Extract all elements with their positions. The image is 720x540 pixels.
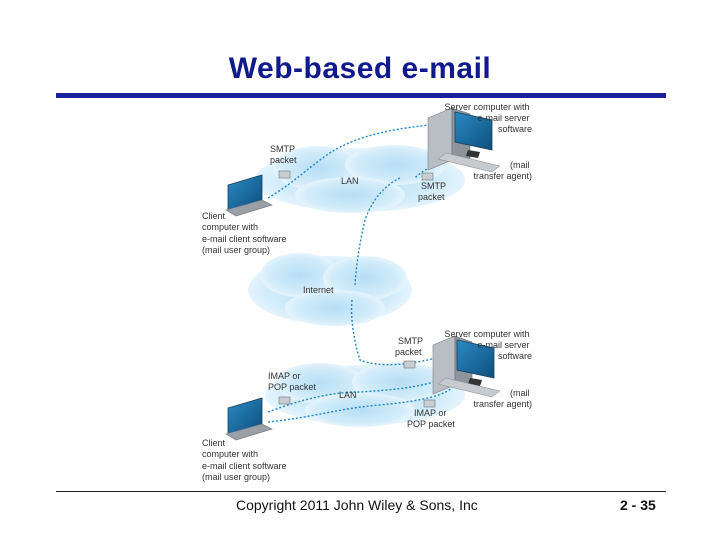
network-links bbox=[267, 124, 453, 423]
top-smtp-right-label: SMTP packet bbox=[418, 181, 448, 202]
link-bottom-client-lower bbox=[267, 387, 453, 423]
link-top-client-server bbox=[267, 124, 431, 199]
top-lan-label: LAN bbox=[341, 176, 359, 186]
top-server-label: Server computer with e-mail server softw… bbox=[444, 102, 532, 134]
lan-cloud-bottom bbox=[265, 362, 465, 427]
bottom-lan-label: LAN bbox=[339, 390, 357, 400]
link-top-server-smtp bbox=[414, 159, 441, 179]
bottom-mta-label: (mail transfer agent) bbox=[473, 388, 532, 409]
packet-smtp-top-right bbox=[421, 172, 434, 181]
copyright-footer: Copyright 2011 John Wiley & Sons, Inc bbox=[236, 497, 478, 513]
server-computer-top bbox=[427, 107, 501, 173]
packet-imap-bottom-right bbox=[423, 399, 436, 408]
bottom-client-label: Client computer with e-mail client softw… bbox=[202, 438, 289, 482]
top-client-label: Client computer with e-mail client softw… bbox=[202, 211, 289, 255]
link-bottom-client-server bbox=[267, 377, 446, 413]
top-smtp-left-label: SMTP packet bbox=[270, 144, 297, 165]
link-internet-bottom-server bbox=[350, 299, 441, 366]
title-rule bbox=[56, 93, 666, 98]
server-computer-bottom bbox=[432, 335, 501, 398]
link-top-lan-internet bbox=[354, 177, 401, 286]
bottom-imap-left-label: IMAP or POP packet bbox=[268, 371, 316, 392]
packet-smtp-bottom bbox=[403, 360, 416, 369]
packet-imap-bottom-left bbox=[278, 396, 291, 405]
internet-label: Internet bbox=[303, 285, 334, 295]
page-number: 2 - 35 bbox=[620, 497, 656, 513]
footer-rule bbox=[56, 491, 666, 492]
top-mta-label: (mail transfer agent) bbox=[473, 160, 532, 181]
packet-smtp-top-left bbox=[278, 170, 291, 179]
slide-title: Web-based e-mail bbox=[228, 52, 492, 85]
laptop-client-bottom bbox=[225, 397, 273, 441]
internet-cloud bbox=[248, 253, 412, 326]
bottom-imap-right-label: IMAP or POP packet bbox=[407, 408, 455, 429]
bottom-server-label: Server computer with e-mail server softw… bbox=[444, 329, 532, 361]
bottom-smtp-label: SMTP packet bbox=[395, 336, 425, 357]
laptop-client-top bbox=[225, 174, 273, 217]
